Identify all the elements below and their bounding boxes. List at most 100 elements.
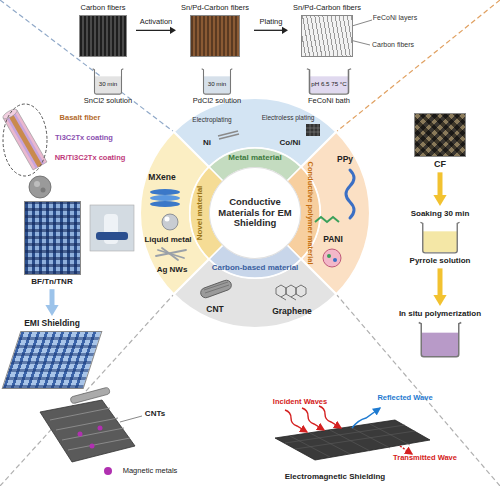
wave-arrow — [400, 446, 412, 454]
leader-line — [120, 416, 142, 422]
leader-line — [352, 20, 372, 26]
leader-line — [120, 20, 372, 422]
fiber-photo — [79, 15, 127, 57]
text-label: Transmitted Wave — [393, 454, 457, 462]
beaker-outline — [420, 222, 459, 253]
connector — [433, 268, 446, 306]
cnt-fabric — [104, 467, 112, 475]
fiber-sketch — [3, 110, 47, 170]
text-label: Incident Waves — [273, 398, 327, 406]
cnt-fabric — [90, 444, 95, 449]
cnt-fabric — [50, 408, 130, 450]
beaker-label: pH 6.5 75 °C — [303, 80, 355, 87]
mxene-layers — [150, 201, 180, 207]
fiber-sketch — [2, 107, 19, 120]
callout-ellipse — [3, 104, 47, 176]
leader-line — [350, 40, 370, 45]
connector-line — [50, 289, 55, 306]
node-label: PdCl2 solution — [193, 97, 241, 106]
connector — [136, 27, 176, 34]
connector-line — [254, 30, 283, 31]
fiber-photo — [414, 113, 466, 157]
connector-line — [438, 172, 443, 196]
arrow-head — [433, 195, 446, 206]
text-label: PANI — [323, 235, 343, 244]
node-label: EMI Shielding — [24, 319, 80, 329]
pani-chain — [333, 258, 337, 262]
center-title: Conductive Materials for EM Shielding — [216, 197, 294, 230]
arrow-head — [433, 295, 446, 306]
connector — [254, 27, 288, 34]
text-label: NR/Ti3C2Tx coating — [55, 154, 126, 162]
beaker-outline — [419, 323, 462, 357]
wave-arrow — [319, 406, 341, 428]
beaker: pH 6.5 75 °C — [303, 67, 355, 95]
beaker: 30 min — [199, 67, 235, 95]
beaker-liquid — [421, 333, 459, 356]
fiber-photo — [2, 331, 103, 389]
outer-sector — [140, 132, 209, 295]
ppy-chain — [346, 170, 354, 218]
beaker-label: 30 min — [199, 80, 235, 87]
node-label: CF — [434, 159, 446, 169]
cnt-fabric — [78, 432, 83, 437]
beaker-label: 30 min — [90, 80, 126, 87]
cross-section — [29, 176, 51, 198]
beaker-liquid — [423, 232, 458, 253]
image-node: Sn/Pd-Carbon fibers — [290, 3, 364, 58]
divider-line — [0, 294, 174, 486]
pani-chain — [323, 249, 341, 267]
text-label: Ag NWs — [157, 266, 188, 275]
coni-mesh — [306, 124, 320, 136]
beaker — [417, 220, 463, 254]
mxene-layers — [150, 189, 180, 195]
wave-arrow — [285, 406, 412, 454]
connector-line — [136, 30, 171, 31]
photo — [90, 205, 134, 251]
cnt-fabric — [98, 426, 103, 431]
fiber-photo — [301, 15, 353, 57]
text-label: CNT — [206, 305, 223, 314]
node-label: Sn/Pd-Carbon fibers — [293, 4, 361, 13]
text-label: Carbon-based material — [212, 264, 299, 273]
cross-section — [41, 188, 46, 193]
text-label: PPy — [337, 155, 353, 164]
beaker-node: In situ polymerization — [385, 308, 495, 359]
photo — [90, 205, 134, 251]
cross-section — [29, 176, 51, 198]
silver-nanowire — [162, 248, 178, 260]
ppy-chain — [346, 170, 354, 218]
node-label: SnCl2 solution — [84, 97, 132, 106]
pani-chain — [315, 217, 339, 222]
nickel-wire — [219, 134, 239, 139]
cross-section — [34, 181, 40, 187]
wave-arrow — [352, 408, 380, 428]
pani-chain — [327, 254, 331, 258]
image-node: Carbon fibers — [72, 3, 134, 58]
text-label: Metal material — [228, 154, 281, 163]
cnt-fabric — [40, 387, 135, 475]
beaker-node: pH 6.5 75 °CFeCoNi bath — [292, 66, 366, 107]
text-label: Magnetic metals — [123, 467, 178, 475]
cnt-fabric — [70, 387, 110, 404]
beaker: 30 min — [90, 67, 126, 95]
wave-arrow — [285, 410, 307, 432]
center-circle: Conductive Materials for EM Shielding — [210, 168, 300, 258]
arrow-head — [282, 27, 288, 34]
fiber-sketch — [8, 113, 42, 167]
graphene-sheet — [276, 285, 306, 300]
silver-nanowire — [156, 248, 186, 260]
coni-mesh — [306, 124, 320, 136]
shield-sheet — [285, 424, 415, 457]
liquid-metal-drop — [165, 217, 170, 222]
text-label: Electroplating — [192, 116, 231, 123]
mxene-layers — [150, 189, 180, 207]
node-label: BF/Tn/TNR — [31, 277, 72, 286]
cnt-tube — [199, 279, 232, 299]
image-node: EMI Shielding — [6, 318, 98, 390]
beaker-symbol — [417, 220, 463, 254]
text-label: Carbon fibers — [372, 41, 414, 49]
text-label: CNTs — [145, 410, 165, 419]
